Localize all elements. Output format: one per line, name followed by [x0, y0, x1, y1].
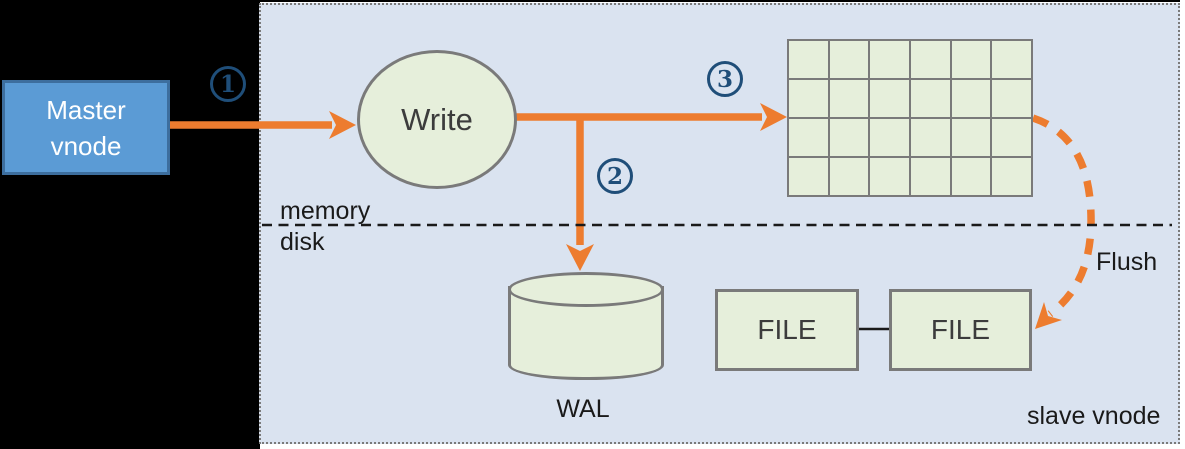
memtable-cell — [951, 119, 991, 156]
memtable-cell — [911, 158, 950, 195]
wal-cylinder-top — [508, 272, 664, 307]
disk-label: disk — [280, 228, 325, 256]
memtable-cell — [870, 158, 909, 195]
memtable-cell — [911, 41, 950, 78]
step-1-number: 1 — [219, 70, 236, 98]
memtable-grid — [787, 39, 1033, 197]
master-vnode-label-line2: vnode — [50, 130, 122, 161]
memtable-cell — [870, 80, 909, 117]
wal-cylinder — [508, 272, 664, 380]
file-box-2: FILE — [889, 289, 1032, 371]
file-box-1: FILE — [715, 289, 859, 371]
memory-label: memory — [280, 197, 371, 225]
memtable-cell — [992, 158, 1031, 195]
write-node-label: Write — [401, 101, 473, 137]
memtable-cell — [789, 41, 828, 78]
file-box-1-label: FILE — [757, 314, 817, 345]
slave-vnode-label: slave vnode — [1027, 402, 1161, 430]
memtable-cell — [870, 119, 909, 156]
memtable-cell — [829, 119, 869, 156]
memtable-cell — [951, 80, 991, 117]
memtable-cell — [992, 119, 1031, 156]
memtable-cell — [789, 158, 828, 195]
step-1-badge: 1 — [210, 66, 246, 102]
memtable-cell — [911, 119, 950, 156]
step-3-number: 3 — [716, 65, 733, 93]
wal-label: WAL — [556, 395, 610, 423]
step-2-badge: 2 — [597, 158, 633, 194]
master-vnode-label-line1: Master — [46, 94, 126, 125]
memtable-cell — [992, 80, 1031, 117]
black-edge-top — [0, 0, 1180, 2]
memtable-cell — [951, 158, 991, 195]
step-3-badge: 3 — [707, 61, 743, 97]
memtable-cell — [789, 80, 828, 117]
memtable-cell — [870, 41, 909, 78]
memtable-cell — [789, 119, 828, 156]
flush-label: Flush — [1096, 248, 1158, 276]
memtable-cell — [951, 41, 991, 78]
memtable-cell — [829, 41, 869, 78]
memtable-cell — [829, 80, 869, 117]
memtable-cell — [911, 80, 950, 117]
step-2-number: 2 — [606, 162, 623, 190]
master-vnode-box: Master vnode — [2, 80, 170, 175]
write-node: Write — [357, 50, 517, 189]
file-box-2-label: FILE — [930, 314, 991, 345]
memtable-cell — [829, 158, 869, 195]
memtable-cell — [992, 41, 1031, 78]
